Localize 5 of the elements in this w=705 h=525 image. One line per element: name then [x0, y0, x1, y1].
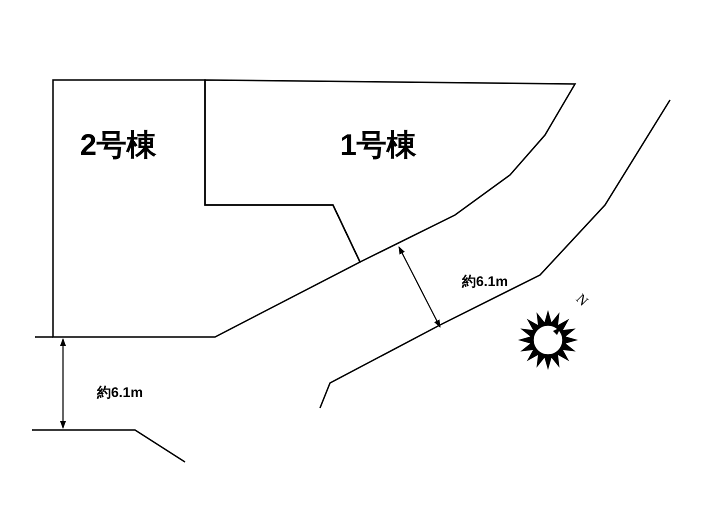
- dimension-label: 約6.1m: [97, 384, 143, 402]
- lot-name: 1号棟: [340, 128, 417, 164]
- dimension-label: 約6.1m: [462, 273, 508, 291]
- lot-name: 2号棟: [80, 128, 157, 164]
- north-label: N: [572, 292, 590, 310]
